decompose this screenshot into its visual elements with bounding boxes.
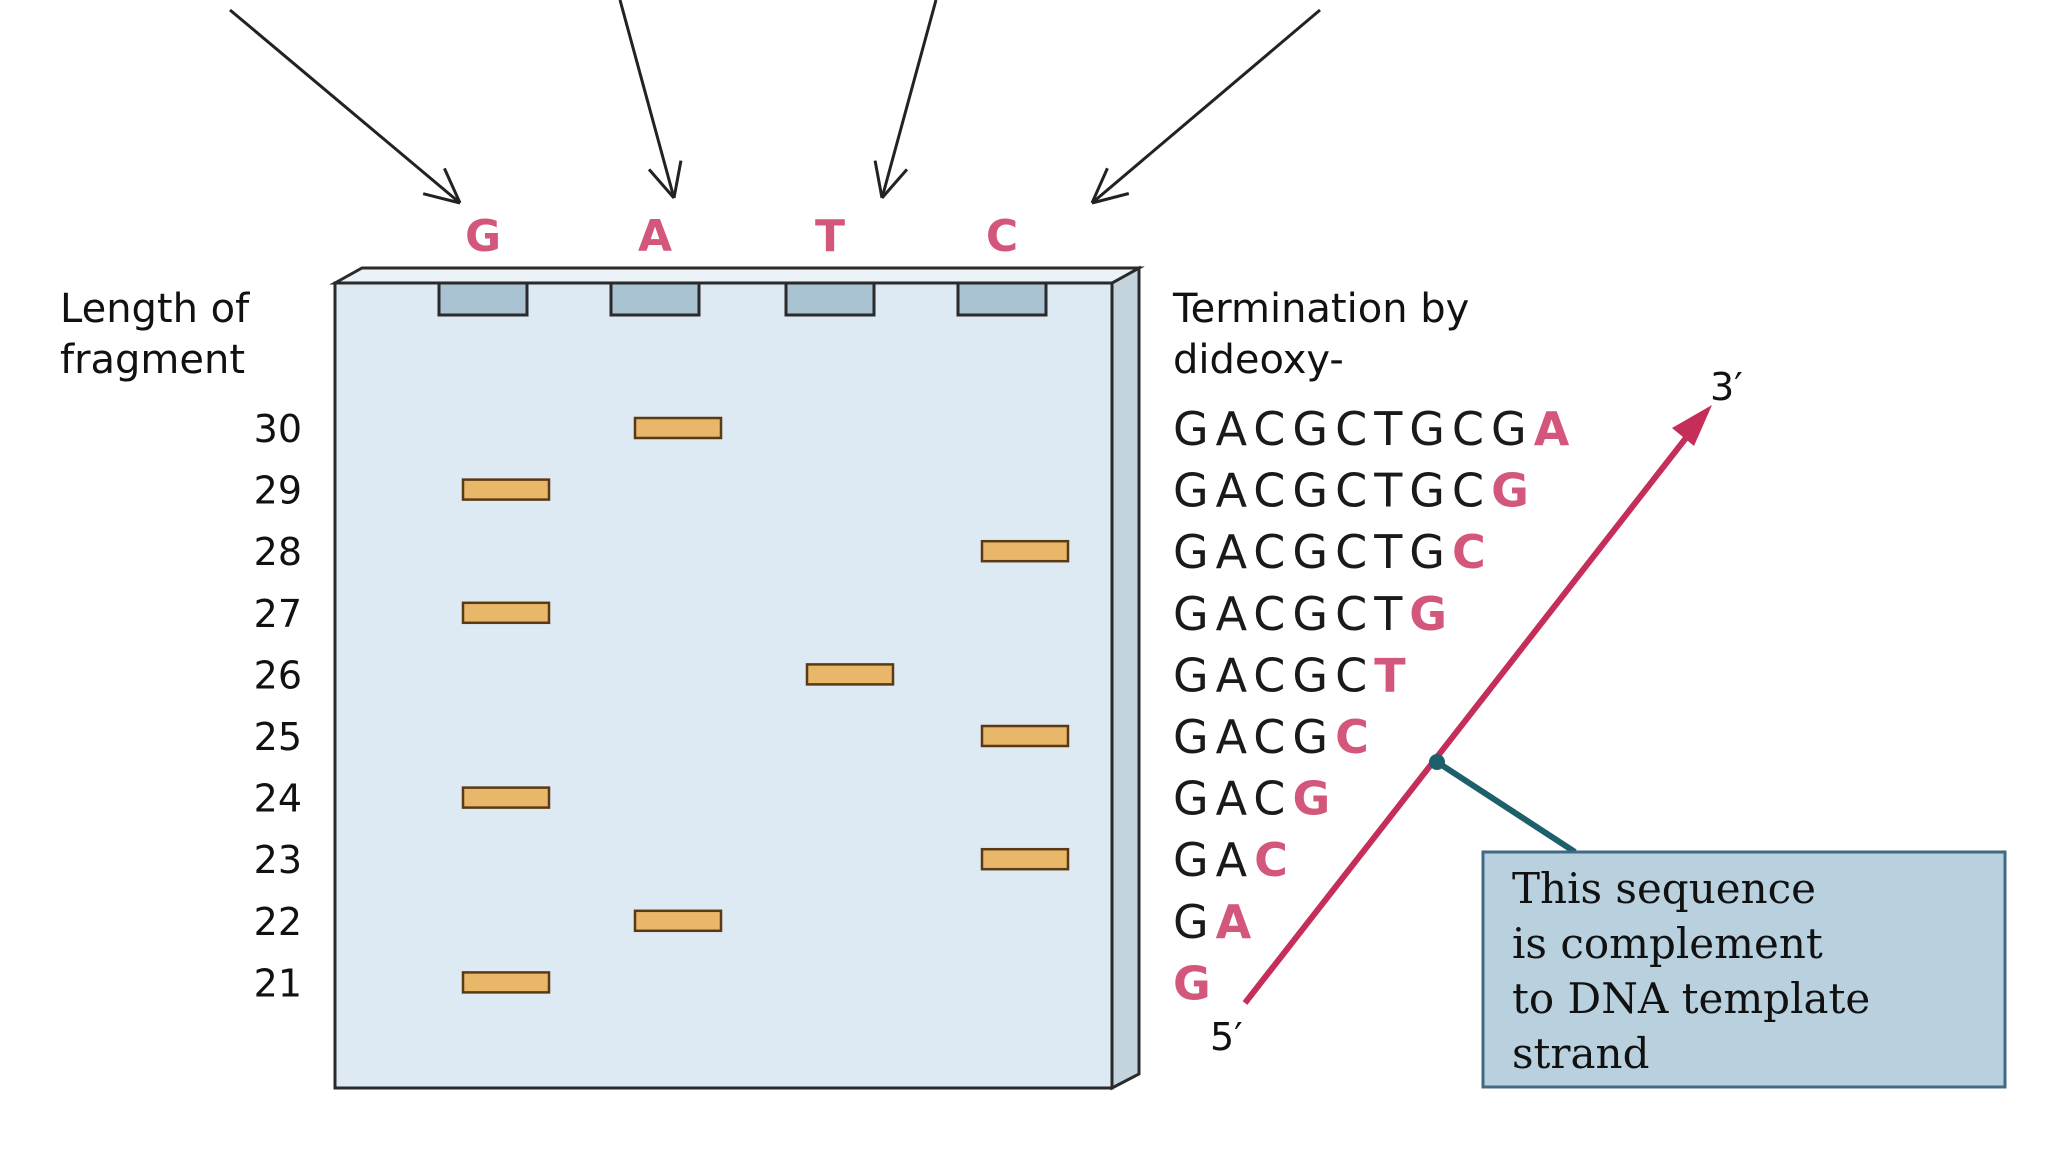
- arrow-into-lane-g: [229, 8, 462, 205]
- sequence-26: GACGCT: [1173, 648, 1413, 702]
- fragment-length-26: 26: [254, 653, 302, 697]
- gel-top-edge: [329, 266, 1145, 285]
- gel-right-side: [1110, 265, 1141, 1091]
- note-pointer-dot: [1429, 754, 1445, 770]
- note-line-2: is complement: [1512, 919, 1823, 968]
- sequence-prefix: GACGCTG: [1173, 525, 1452, 579]
- band-28: [980, 539, 1070, 563]
- termination-header-line1: Termination by: [1172, 286, 1469, 332]
- terminal-dideoxy-base: G: [1292, 772, 1337, 826]
- band-26: [805, 663, 895, 686]
- gel-slab: [329, 265, 1145, 1091]
- lane-label-t: T: [815, 211, 845, 262]
- note-pointer-line: [1435, 759, 1577, 855]
- note-line-3: to DNA template: [1512, 974, 1870, 1023]
- note-line-1: This sequence: [1512, 864, 1816, 913]
- gel-wells: [437, 281, 1048, 317]
- complement-note: This sequence is complement to DNA templ…: [1429, 754, 2007, 1089]
- termination-header-line2: dideoxy-: [1173, 337, 1344, 383]
- sequence-prefix: GAC: [1173, 772, 1292, 826]
- sequence-29: GACGCTGCG: [1173, 464, 1536, 518]
- arrow-into-lane-c: [1090, 8, 1321, 205]
- sequence-prefix: GACGCTGCG: [1173, 402, 1534, 456]
- fragment-length-29: 29: [254, 469, 302, 513]
- fragment-length-30: 30: [254, 407, 302, 451]
- terminal-dideoxy-base: C: [1335, 710, 1376, 764]
- sequence-27: GACGCTG: [1173, 587, 1454, 641]
- terminal-dideoxy-base: T: [1374, 648, 1412, 702]
- sequence-prefix: GACGC: [1173, 648, 1374, 702]
- band-29: [461, 478, 551, 501]
- sequence-30: GACGCTGCGA: [1173, 402, 1576, 456]
- band-27: [461, 601, 551, 625]
- arrow-into-lane-a: [618, 0, 683, 199]
- band-21: [461, 971, 551, 994]
- sequence-22: GA: [1173, 895, 1258, 949]
- incoming-arrows: [229, 0, 1321, 205]
- gel-front-face: [333, 281, 1114, 1090]
- terminal-dideoxy-base: A: [1216, 895, 1259, 949]
- band-30: [633, 416, 723, 440]
- fragment-length-25: 25: [254, 715, 302, 759]
- fragment-length-28: 28: [254, 530, 302, 574]
- sequence-25: GACGC: [1173, 710, 1376, 764]
- sequence-prefix: GACGCTGC: [1173, 464, 1491, 518]
- well-g: [437, 281, 529, 317]
- arrow-into-lane-t: [873, 0, 938, 199]
- fragment-length-23: 23: [254, 838, 302, 882]
- sequence-prefix: GACG: [1173, 710, 1335, 764]
- terminal-dideoxy-base: C: [1452, 525, 1493, 579]
- note-line-4: strand: [1512, 1029, 1649, 1078]
- terminal-dideoxy-base: G: [1173, 956, 1218, 1010]
- sequence-prefix: GACGCT: [1173, 587, 1409, 641]
- lane-letters: G A T C: [465, 211, 1018, 262]
- gel-bands: [461, 416, 1070, 994]
- terminal-dideoxy-base: G: [1491, 464, 1536, 518]
- five-prime-label: 5′: [1210, 1015, 1243, 1059]
- length-header-line2: fragment: [60, 337, 245, 383]
- fragment-length-22: 22: [254, 900, 302, 944]
- strand-arrow: 5′ 3′: [1210, 365, 1743, 1059]
- band-24: [461, 786, 551, 809]
- terminal-dideoxy-base: G: [1409, 587, 1454, 641]
- length-header-line1: Length of: [60, 286, 250, 332]
- sequence-23: GAC: [1173, 833, 1295, 887]
- terminal-dideoxy-base: C: [1254, 833, 1295, 887]
- terminated-sequences: GACGCTGCGAGACGCTGCGGACGCTGCGACGCTGGACGCT…: [1173, 402, 1576, 1010]
- sequence-prefix: GA: [1173, 833, 1254, 887]
- band-22: [633, 909, 723, 933]
- sequence-28: GACGCTGC: [1173, 525, 1493, 579]
- terminal-dideoxy-base: A: [1534, 402, 1577, 456]
- fragment-length-27: 27: [254, 592, 302, 636]
- well-a: [609, 281, 701, 317]
- strand-arrowhead: [1672, 405, 1712, 446]
- fragment-length-21: 21: [254, 961, 302, 1005]
- band-25: [980, 724, 1070, 748]
- sequence-prefix: G: [1173, 895, 1216, 949]
- fragment-length-24: 24: [254, 777, 302, 821]
- three-prime-label: 3′: [1710, 365, 1743, 409]
- well-t: [784, 281, 876, 317]
- lane-label-a: A: [638, 211, 672, 262]
- note-box: [1481, 850, 2007, 1089]
- lane-label-g: G: [465, 211, 501, 262]
- band-23: [980, 847, 1070, 871]
- sequence-21: G: [1173, 956, 1218, 1010]
- strand-arrow-shaft: [1242, 418, 1703, 1005]
- fragment-length-numbers: 30 29 28 27 26 25 24 23 22 21: [254, 407, 302, 1005]
- well-c: [956, 281, 1048, 317]
- lane-label-c: C: [986, 211, 1018, 262]
- sequence-24: GACG: [1173, 772, 1337, 826]
